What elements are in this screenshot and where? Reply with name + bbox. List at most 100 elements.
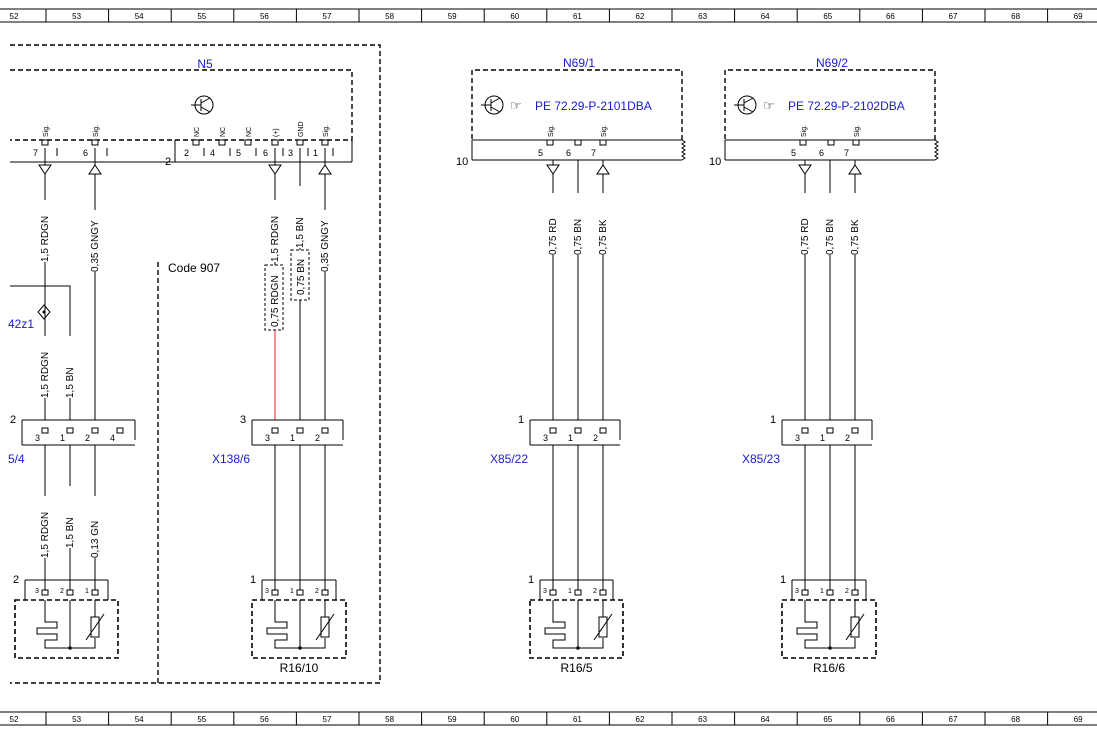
ruler-label: 62	[636, 12, 645, 21]
pin-contact	[91, 139, 99, 146]
wire-label: 0,13 GN	[90, 521, 101, 558]
pin-signal-label: Sig.	[801, 125, 808, 137]
pin-signal-label: Sig.	[854, 125, 861, 137]
pin-contact	[599, 139, 607, 146]
wire-label: 0,75 RD	[800, 218, 811, 255]
pin-contact	[801, 589, 809, 596]
connector-name: X85/23	[742, 452, 780, 466]
pin-number: 6	[263, 148, 268, 158]
pin-number: 2	[593, 588, 597, 595]
wire-label: 0,75 BN	[825, 219, 836, 255]
pin-contact	[296, 589, 304, 596]
n5-frame	[10, 44, 381, 684]
wire-label: 0,35 GNGY	[320, 220, 331, 272]
ruler-label: 53	[72, 12, 81, 21]
ruler-label: 64	[761, 12, 770, 21]
module-name: N69/2	[816, 56, 848, 70]
pin-number: 3	[35, 588, 39, 595]
connector-name: X85/22	[490, 452, 528, 466]
pin-contact	[827, 139, 835, 146]
connector-name: 5/4	[8, 452, 25, 466]
sensor-name: R16/10	[280, 661, 319, 675]
pin-contact	[66, 589, 74, 596]
ruler-label: 65	[823, 12, 832, 21]
pin-number: 2	[845, 433, 850, 443]
pin-number: 7	[591, 148, 596, 158]
heater-element-icon	[544, 600, 604, 650]
pin-signal-label: NC	[194, 127, 201, 137]
pin-number: 7	[844, 148, 849, 158]
ruler-label: 52	[10, 715, 19, 724]
pin-number: 1	[60, 433, 65, 443]
ruler-label: 60	[510, 715, 519, 724]
pin-number: 2	[315, 433, 320, 443]
wire-label: 1,5 BN	[65, 367, 76, 398]
code-label: Code 907	[168, 261, 220, 275]
pin-number: 2	[85, 433, 90, 443]
wire-label: 1,5 BN	[65, 517, 76, 548]
wire-label: 0,75 BN	[296, 259, 307, 295]
pin-number: 1	[290, 588, 294, 595]
pin-contact	[41, 589, 49, 596]
sensor-housing	[14, 599, 119, 659]
pin-contact	[599, 427, 607, 434]
pin-signal-label: Sig.	[323, 125, 330, 137]
heater-element-icon	[266, 600, 326, 650]
pin-contact	[826, 427, 834, 434]
pin-contact	[549, 589, 557, 596]
pin-number: 2	[184, 148, 189, 158]
pin-contact	[851, 589, 859, 596]
pin-contact	[546, 139, 554, 146]
ruler-label: 54	[135, 715, 144, 724]
pin-contact	[192, 139, 200, 146]
pin-number: 5	[236, 148, 241, 158]
ruler-label: 66	[886, 12, 895, 21]
sensor-name: R16/5	[560, 661, 592, 675]
pin-contact	[574, 589, 582, 596]
ruler-label: 57	[323, 12, 332, 21]
pin-contact	[271, 589, 279, 596]
pin-contact	[41, 139, 49, 146]
pin-contact	[549, 427, 557, 434]
arrow-down-icon	[268, 164, 282, 175]
pin-number: 2	[593, 433, 598, 443]
pin-signal-label: Sig.	[601, 125, 608, 137]
pin-contact	[271, 139, 279, 146]
arrow-up-icon	[88, 164, 102, 175]
pin-contact	[116, 427, 124, 434]
pin-number: 6	[83, 148, 88, 158]
pin-number: 5	[538, 148, 543, 158]
wire-label: 0,75 BN	[573, 219, 584, 255]
wire-label: 0,75 BK	[598, 219, 609, 255]
arrow-down-icon	[546, 164, 560, 175]
ruler-label: 56	[260, 715, 269, 724]
thermistor-icon	[85, 600, 105, 641]
pin-number: 3	[35, 433, 40, 443]
sensor-num: 1	[250, 574, 256, 586]
reference-hand-icon: ☞	[510, 98, 522, 113]
transistor-icon	[734, 95, 757, 115]
pin-contact	[91, 427, 99, 434]
arrow-up-icon	[596, 164, 610, 175]
pin-signal-label: GND	[298, 121, 305, 137]
wire-label: 0,75 BK	[850, 219, 861, 255]
sensor-num: 1	[528, 574, 534, 586]
pin-contact	[66, 427, 74, 434]
arrow-up-icon	[848, 164, 862, 175]
wire-label: 1,5 RDGN	[40, 216, 51, 262]
module-conn-num: 10	[456, 156, 468, 168]
pin-number: 6	[566, 148, 571, 158]
sensor-housing	[251, 599, 347, 659]
ruler-label: 68	[1011, 715, 1020, 724]
ruler-label: 63	[698, 12, 707, 21]
ruler-label: 60	[510, 12, 519, 21]
pin-number: 1	[820, 433, 825, 443]
pin-number: 2	[845, 588, 849, 595]
wire-label: 1,5 RDGN	[40, 512, 51, 558]
